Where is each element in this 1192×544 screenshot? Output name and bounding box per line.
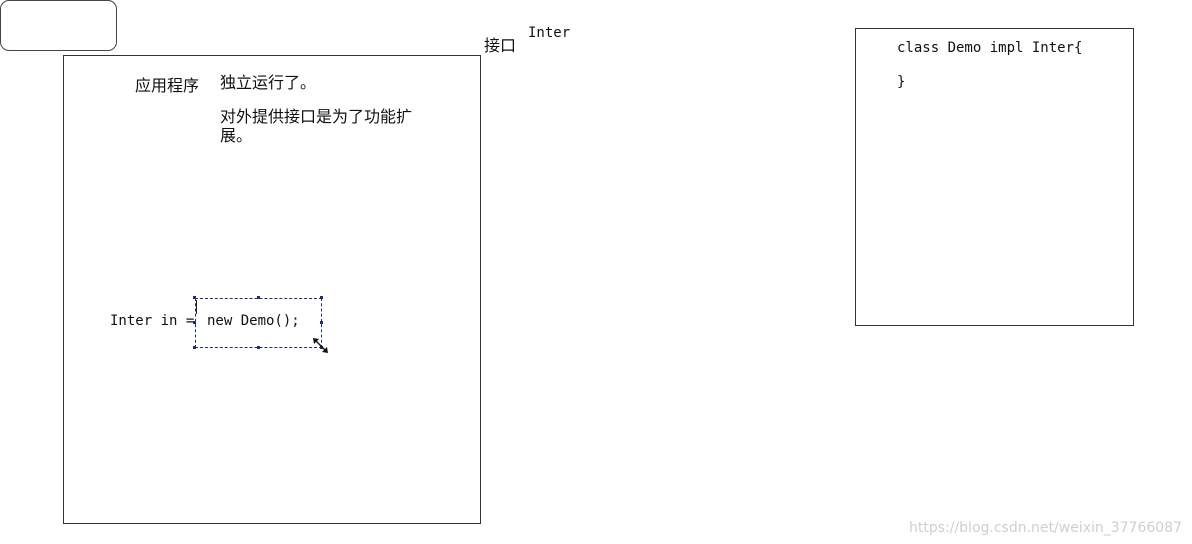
text-caret <box>196 300 197 314</box>
interface-label: 接口 <box>484 36 517 55</box>
interface-purpose-text: 对外提供接口是为了功能扩 <box>220 107 413 126</box>
resize-handle-top-right[interactable] <box>320 296 323 299</box>
interface-name: Inter <box>528 25 571 41</box>
interface-slot <box>0 0 117 51</box>
code-instantiation[interactable]: new Demo(); <box>207 313 300 329</box>
resize-handle-bottom-left[interactable] <box>193 346 196 349</box>
demo-class-closing-brace: } <box>897 74 906 90</box>
resize-handle-bottom-mid[interactable] <box>257 346 260 349</box>
resize-handle-mid-right[interactable] <box>320 321 323 324</box>
resize-cursor-icon <box>313 338 328 353</box>
resize-handle-top-mid[interactable] <box>257 296 260 299</box>
runs-independently-text: 独立运行了。 <box>220 73 317 92</box>
code-declaration: Inter in = <box>110 313 195 329</box>
resize-handle-mid-left[interactable] <box>193 321 196 324</box>
watermark: https://blog.csdn.net/weixin_37766087 <box>908 520 1182 536</box>
application-title: 应用程序 <box>135 76 200 95</box>
application-box <box>63 55 481 524</box>
resize-handle-top-left[interactable] <box>193 296 196 299</box>
resize-handle-bottom-right[interactable] <box>320 346 323 349</box>
interface-purpose-text-cont: 展。 <box>220 126 253 145</box>
demo-class-declaration: class Demo impl Inter{ <box>897 40 1083 56</box>
demo-class-box <box>855 28 1134 326</box>
